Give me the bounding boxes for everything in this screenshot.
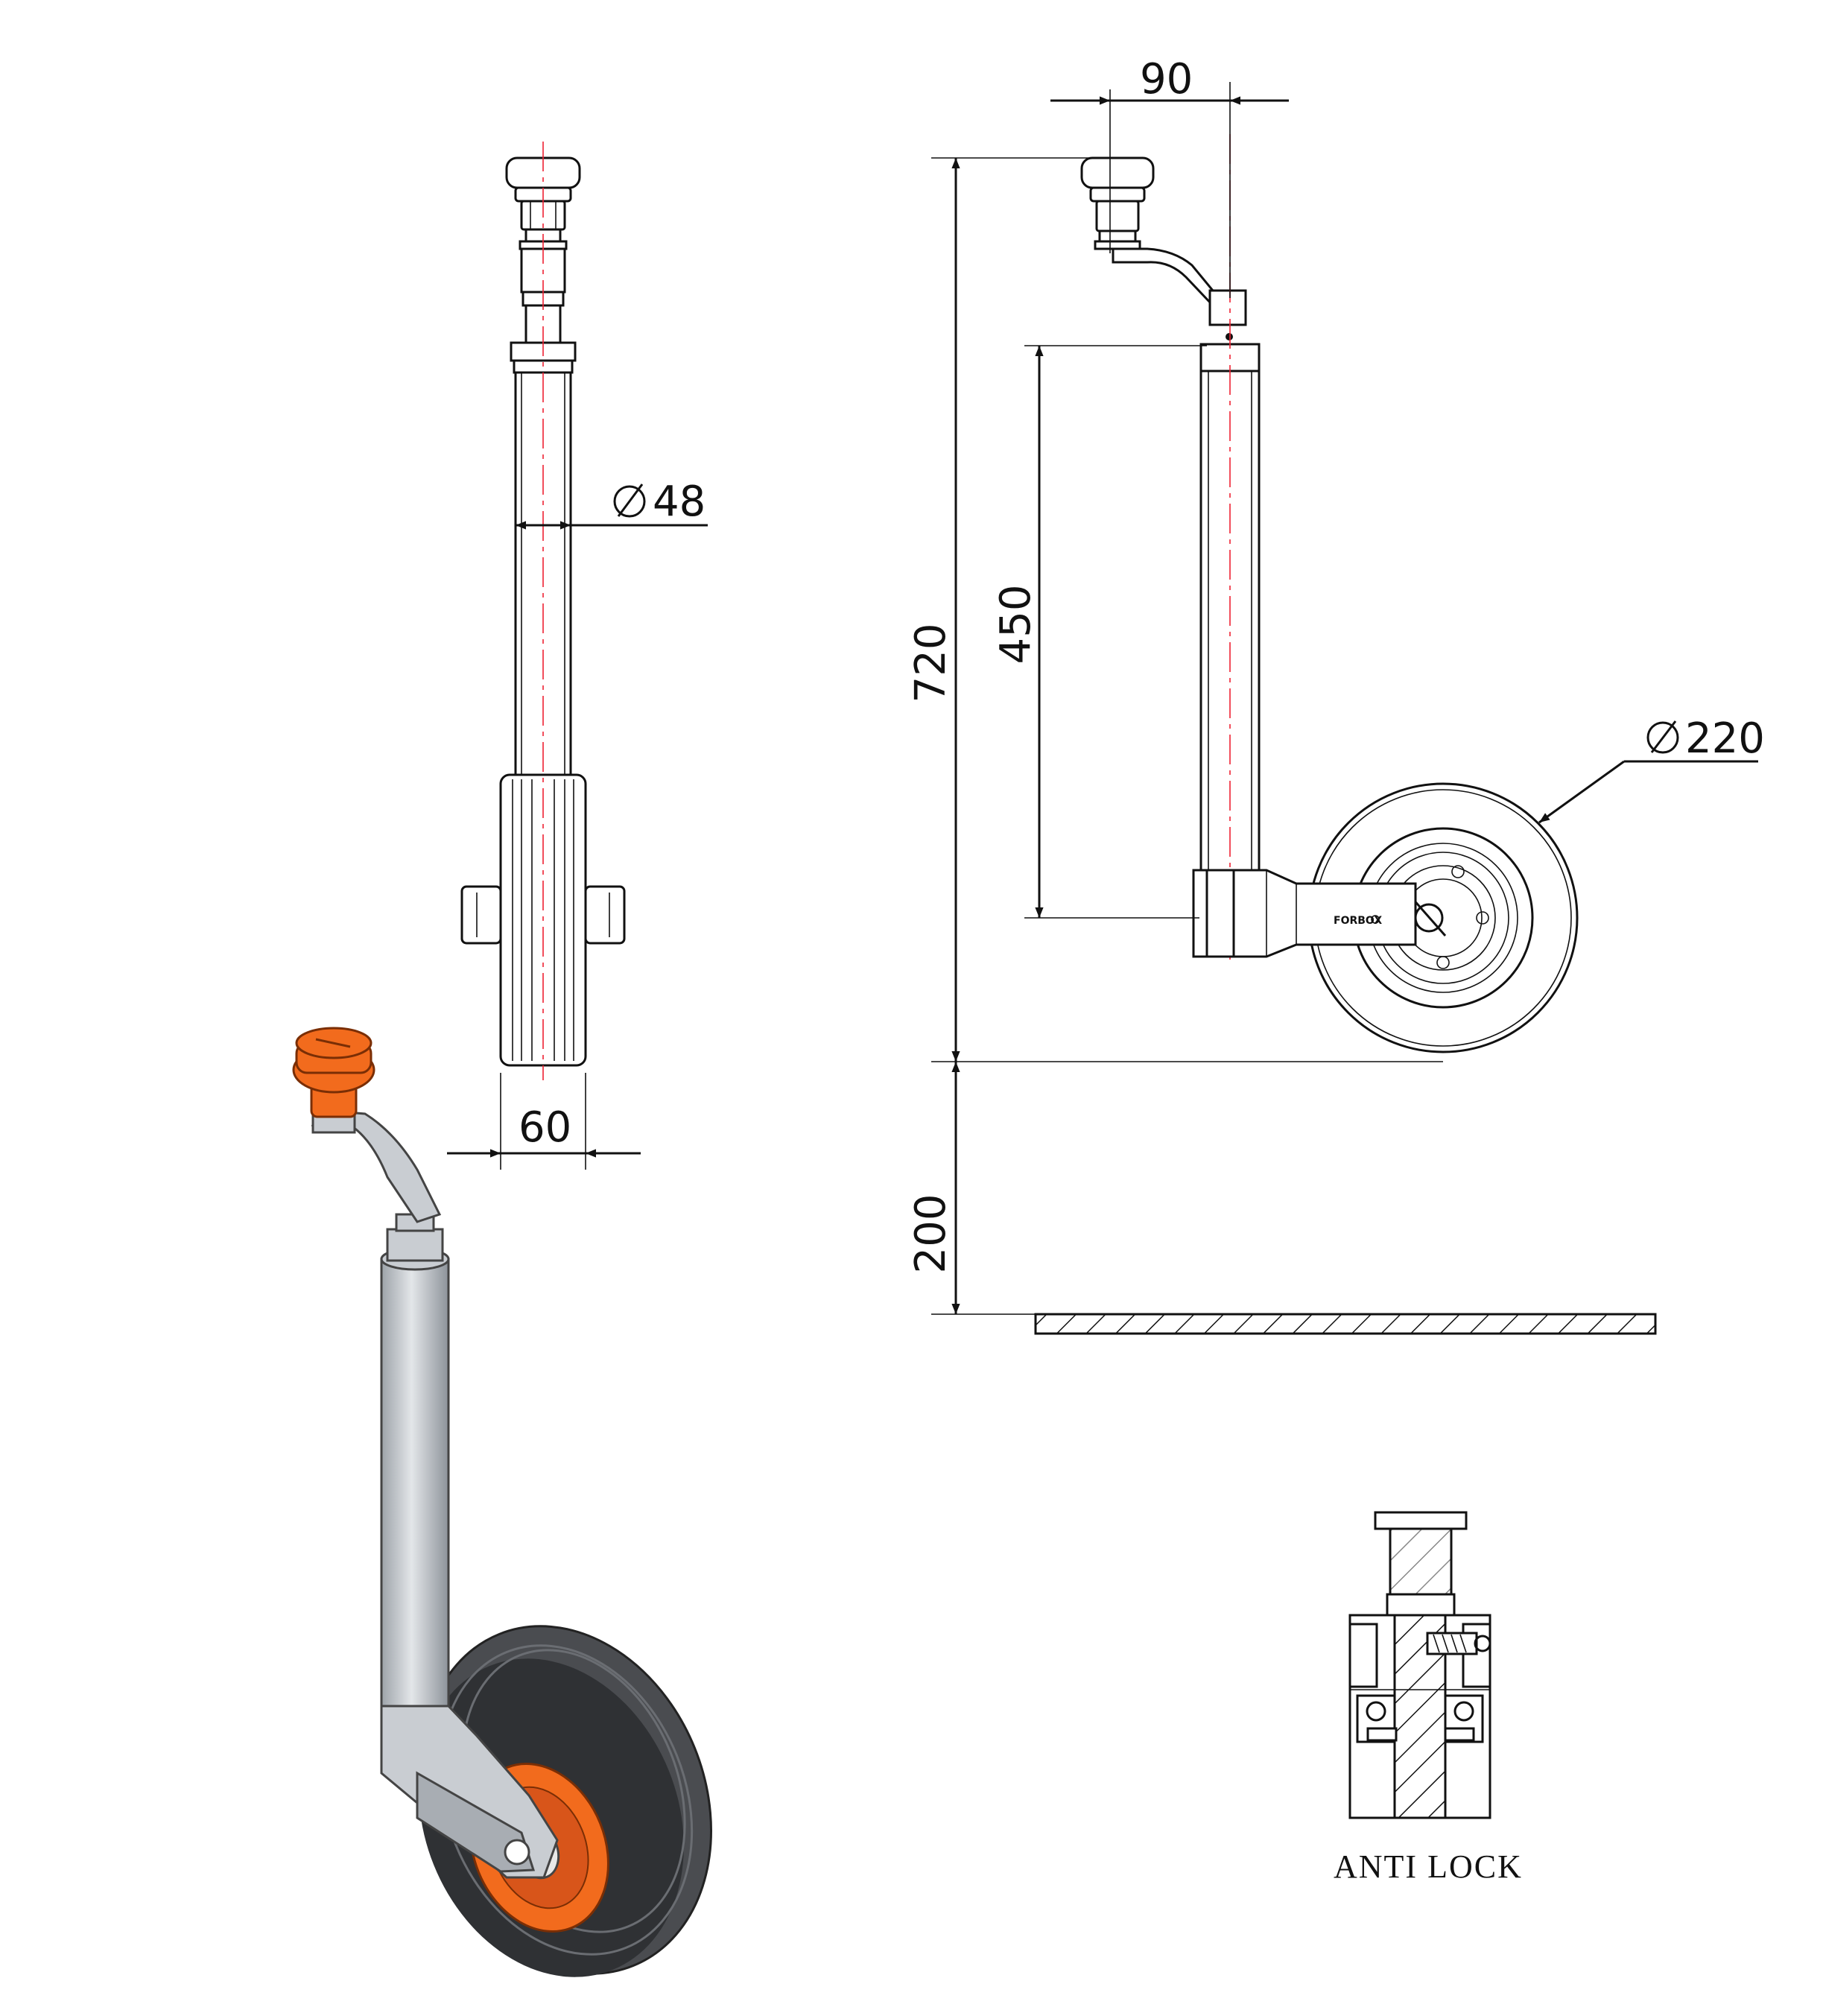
dim-tube-diameter: 48 [653,478,706,526]
dim-crank-offset: 90 [1140,55,1193,104]
dim-ground-clearance: 200 [907,1194,955,1274]
anti-lock-caption: ANTI LOCK [1334,1848,1523,1885]
jockey-wheel-render [292,1027,712,1977]
dim-tube-length: 450 [992,585,1040,665]
dim-wheel-width: 60 [519,1103,571,1152]
dim-total-height: 720 [907,624,955,703]
dim-wheel-diameter: 220 [1685,714,1765,763]
ground-hatch [1034,1313,1657,1335]
front-view: 48 60 [447,142,708,1170]
svg-text:FORBOX: FORBOX [1334,915,1382,927]
anti-lock-detail: ANTI LOCK [1334,1511,1523,1885]
side-view: FORBOX 90 720 450 220 200 [907,55,1765,1335]
